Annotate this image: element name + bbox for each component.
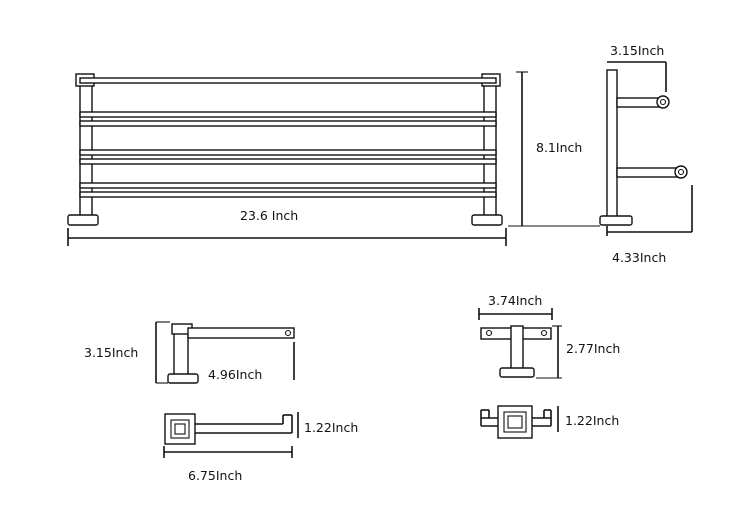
side-top-label: 3.15Inch <box>610 43 664 58</box>
side-upper-bar-end <box>656 95 670 109</box>
side-post <box>606 69 618 219</box>
holder-arm-dimension: 4.96Inch <box>208 342 295 382</box>
shelf-right-base <box>471 214 503 226</box>
side-depth-dimension: 4.33Inch <box>606 185 693 265</box>
holder-width-label: 6.75Inch <box>188 468 242 483</box>
side-lower-arm <box>616 167 682 178</box>
shelf-width-dimension: 23.6 Inch <box>67 208 507 246</box>
robe-hook-top-view: 1.22Inch <box>480 405 619 439</box>
shelf-height-dimension: 8.1Inch <box>508 71 600 227</box>
towel-shelf-front-view: 23.6 Inch 8.1Inch <box>67 71 600 246</box>
hook-base <box>499 367 535 378</box>
shelf-left-base <box>67 214 99 226</box>
holder-base-label: 1.22Inch <box>304 420 358 435</box>
holder-base-dimension: 1.22Inch <box>297 412 358 438</box>
towel-shelf-side-view: 3.15Inch 4.33Inch <box>599 43 693 265</box>
holder-base <box>167 373 199 384</box>
holder-height-dimension: 3.15Inch <box>84 321 170 384</box>
holder-arm-label: 4.96Inch <box>208 367 262 382</box>
hook-base-label: 1.22Inch <box>565 413 619 428</box>
hook-height-label: 2.77Inch <box>566 341 620 356</box>
hook-height-dimension: 2.77Inch <box>536 325 620 379</box>
paper-holder-side-view: 3.15Inch 4.96Inch <box>84 321 295 384</box>
hook-base-dimension: 1.22Inch <box>557 406 619 432</box>
side-base <box>599 215 633 226</box>
hook-post <box>510 325 524 371</box>
shelf-bar-1 <box>79 77 497 84</box>
shelf-bar-7 <box>79 191 497 198</box>
holder-height-label: 3.15Inch <box>84 345 138 360</box>
shelf-width-label: 23.6 Inch <box>240 208 298 223</box>
hook-width-label: 3.74Inch <box>488 293 542 308</box>
holder-arm <box>187 327 295 339</box>
side-top-dimension: 3.15Inch <box>607 43 667 92</box>
shelf-height-label: 8.1Inch <box>536 140 582 155</box>
hook-width-dimension: 3.74Inch <box>478 293 553 320</box>
shelf-bar-4 <box>79 149 497 156</box>
side-depth-label: 4.33Inch <box>612 250 666 265</box>
shelf-bar-2 <box>79 111 497 118</box>
side-lower-bar-end <box>674 165 688 179</box>
hook-top-plate <box>497 405 533 439</box>
shelf-bar-6 <box>79 182 497 189</box>
shelf-bar-5 <box>79 158 497 165</box>
shelf-bar-3 <box>79 120 497 127</box>
holder-width-dimension: 6.75Inch <box>163 446 293 483</box>
holder-top-plate <box>164 413 196 445</box>
paper-holder-top-view: 1.22Inch 6.75Inch <box>163 412 358 483</box>
robe-hook-front-view: 3.74Inch 2.77Inch <box>478 293 620 379</box>
